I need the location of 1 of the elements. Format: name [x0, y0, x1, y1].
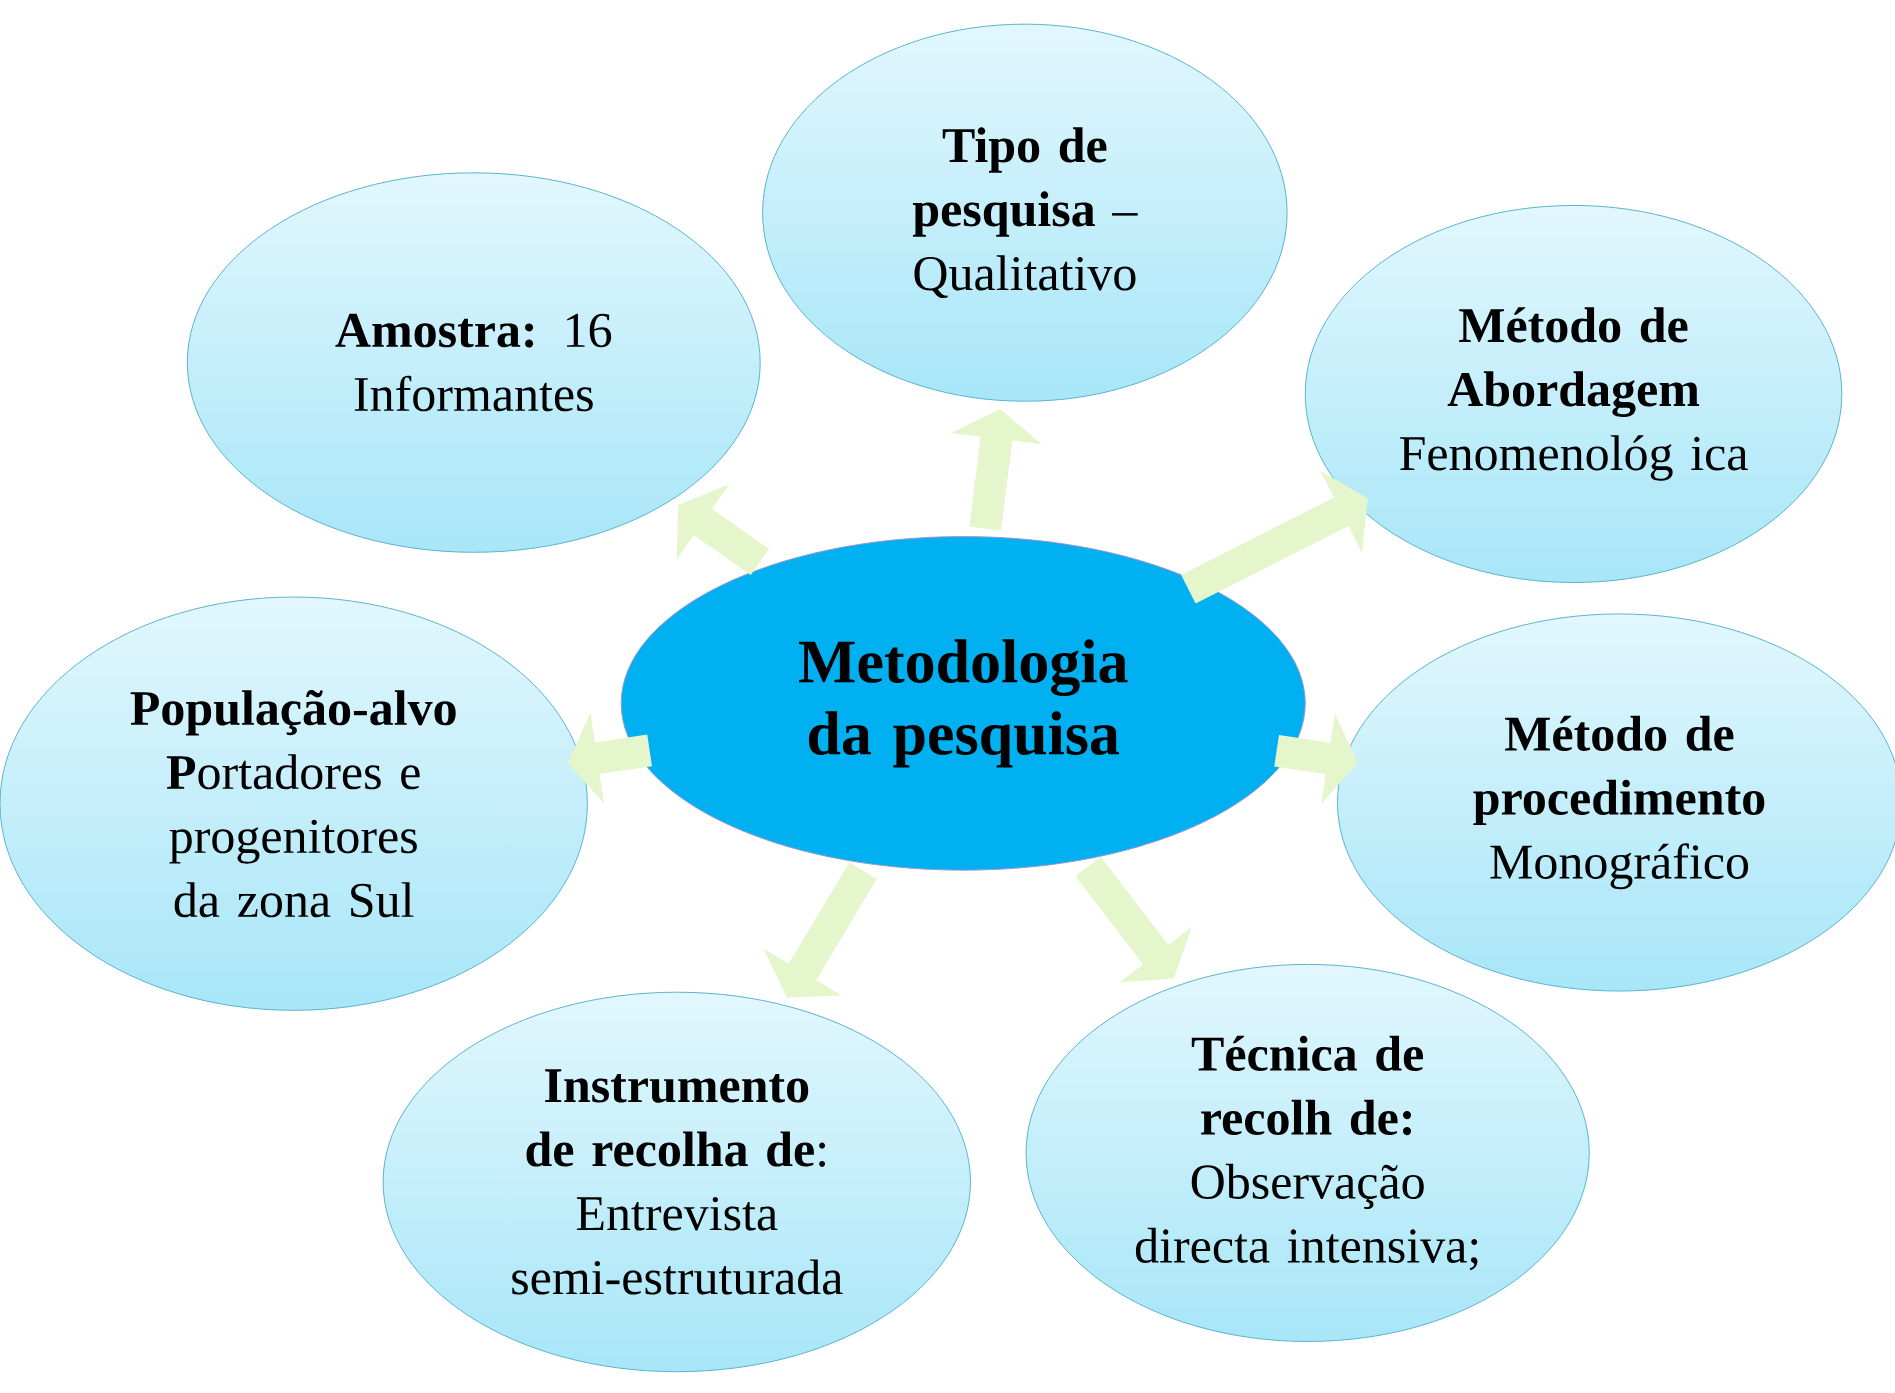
block-arrow — [1181, 470, 1368, 604]
